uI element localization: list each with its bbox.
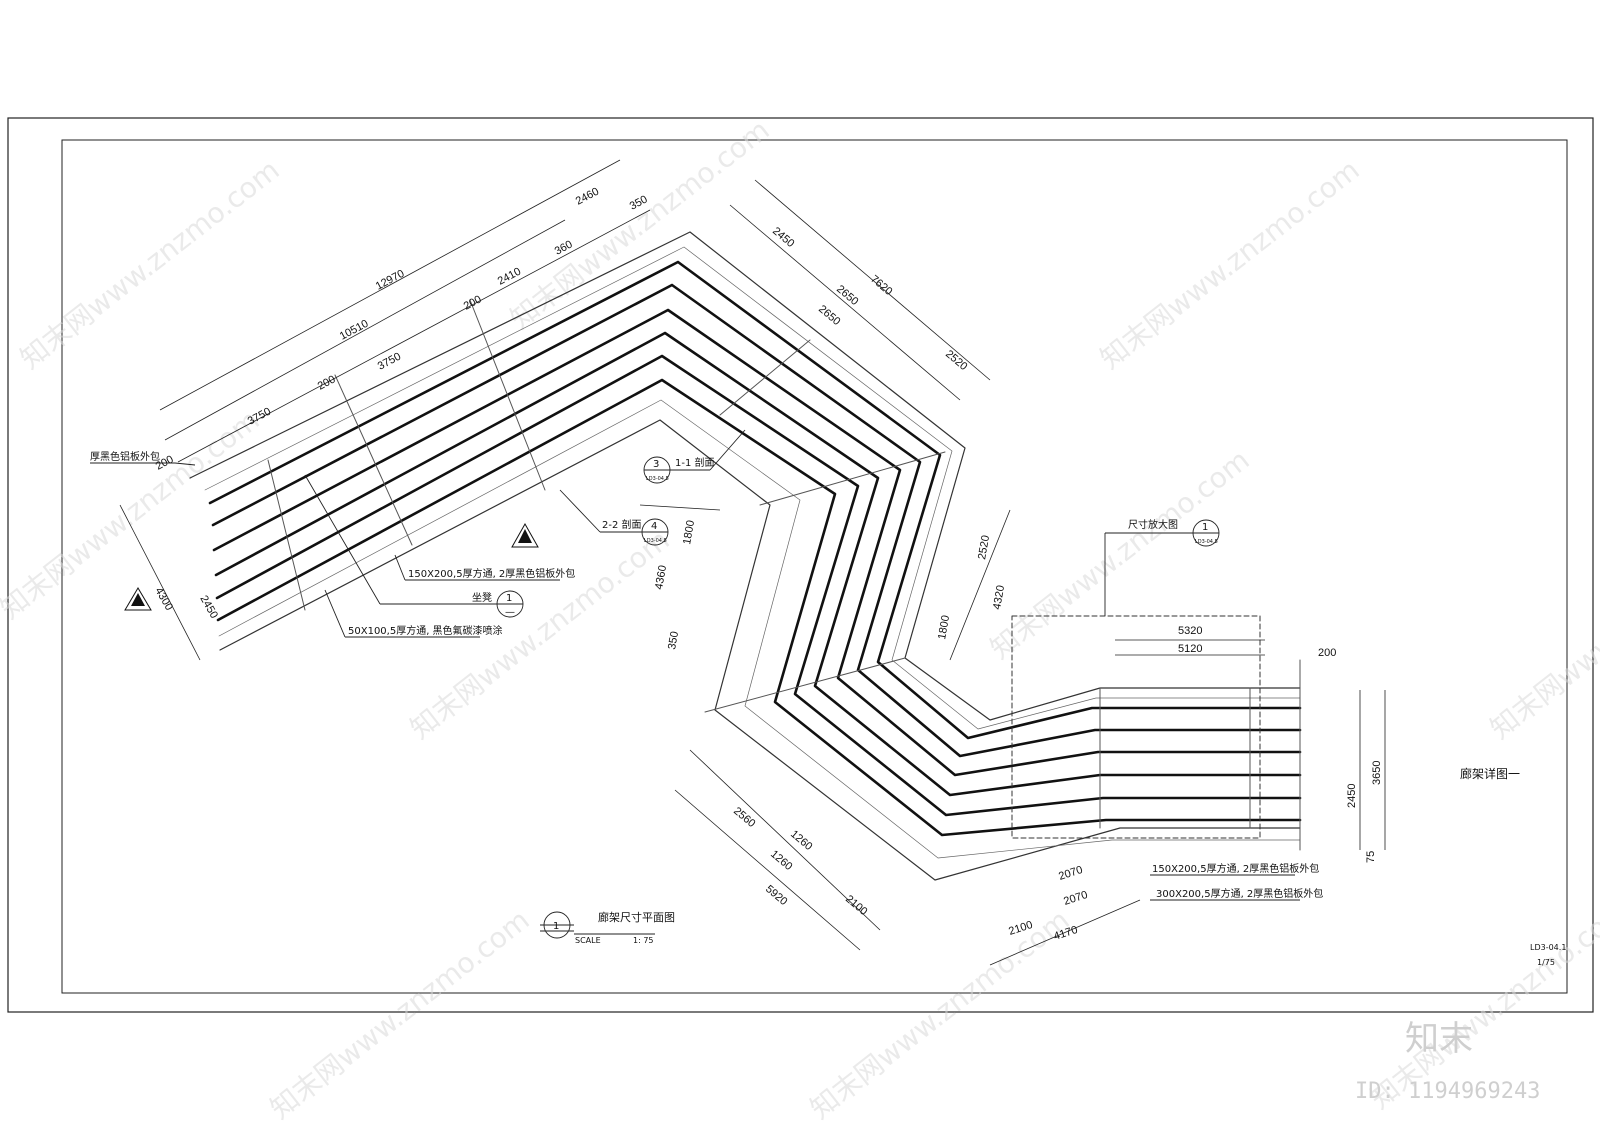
scale-value: 1: 75 [633,936,654,945]
dim-4320: 4320 [991,584,1007,610]
north-arrows [124,522,539,611]
svg-text:知末网www.znzmo.com: 知末网www.znzmo.com [984,443,1256,665]
dim-2560-ml: 350 [666,630,681,650]
dim-2450-top: 2450 [770,225,796,250]
dim-5920: 5920 [763,883,789,908]
sheet-scale: 1/75 [1537,958,1555,967]
dim-2100-bl: 2100 [843,893,869,918]
dim-200-b: 200 [316,373,338,392]
sheet-code: LD3-04.1 [1530,943,1566,952]
side-title: 廊架详图一 [1460,766,1520,781]
section-1-1-ref: LD3-04.5 [646,476,669,482]
dim-2650-b: 2650 [816,303,842,328]
note-alum-wrap: 厚黑色铝板外包 [90,450,160,463]
dim-2520-top: 2520 [943,348,969,373]
note-tube-300: 300X200,5厚方通, 2厚黑色铝板外包 [1156,887,1323,900]
section-1-1-label: 1-1 剖面 [675,456,715,469]
seat-label: 坐凳 [472,592,492,604]
dim-200-a: 200 [462,293,484,312]
seat-num: 1 [506,593,512,604]
brand-text: 知末 [1405,1019,1473,1059]
note-tube-150-b: 150X200,5厚方通, 2厚黑色铝板外包 [1152,862,1319,875]
dimension-lines [119,159,1386,966]
enlarge-label: 尺寸放大图 [1128,518,1178,531]
dim-1800-mr: 1800 [936,614,952,640]
enlarge-box [1011,615,1261,839]
dim-360: 360 [553,238,575,257]
enlarge-ref: LD3-04.5 [1195,539,1218,545]
drawing-title: 廊架尺寸平面图 [598,910,675,924]
dim-200-r: 200 [1318,647,1336,659]
dim-2410: 2410 [496,266,523,288]
dim-5320: 5320 [1178,625,1202,637]
seat-sub: — [505,607,515,618]
callouts [90,429,1300,939]
dim-10510: 10510 [338,318,371,343]
brand-watermark: 知末 ID: 1194969243 [1355,1019,1540,1104]
dim-12970: 12970 [374,268,407,293]
svg-text:知末网www.znzmo.com: 知末网www.znzmo.com [14,153,286,375]
svg-text:知末网www.znzmo.com: 知末网www.znzmo.com [1094,153,1366,375]
dim-4360: 4360 [653,564,669,590]
section-2-2-label: 2-2 剖面 [602,518,642,531]
dim-1260-a: 1260 [788,828,814,853]
dim-5120: 5120 [1178,643,1202,655]
dim-2460: 2460 [574,186,601,208]
dim-4300: 4300 [152,586,175,613]
drawing-title-number: 1 [553,921,559,932]
section-2-2-ref: LD3-04.5 [644,538,667,544]
note-tube-150-a: 150X200,5厚方通, 2厚黑色铝板外包 [408,567,575,580]
section-1-1-num: 3 [653,459,659,470]
dim-2070-b: 2070 [1062,889,1089,908]
dim-2450-r: 2450 [1346,784,1358,808]
dim-1260-b: 1260 [768,848,794,873]
pergola-plan [189,231,1302,881]
note-tube-50: 50X100,5厚方通, 黑色氟碳漆喷涂 [348,624,503,637]
dim-2560-bl: 2560 [731,805,757,830]
dim-7620: 7620 [868,273,894,298]
outer-frame [7,117,1594,1013]
dim-75-r: 75 [1365,851,1377,863]
svg-text:知末网www.znzmo.com: 知末网www.znzmo.com [1484,523,1600,745]
dim-1800-ml: 1800 [681,519,697,545]
callout-labels: 3 LD3-04.5 1-1 剖面 4 LD3-04.5 2-2 剖面 1 LD… [90,450,1566,967]
dim-3650: 3650 [1371,761,1383,785]
section-2-2-num: 4 [651,521,657,532]
dim-2520-mr: 2520 [976,534,992,560]
dim-2070-a: 2070 [1057,864,1084,883]
enlarge-num: 1 [1202,522,1208,533]
scale-label: SCALE [575,936,601,945]
svg-text:知末网www.znzmo.com: 知末网www.znzmo.com [264,903,536,1125]
inner-frame [61,139,1568,994]
brand-id: ID: 1194969243 [1355,1079,1540,1104]
